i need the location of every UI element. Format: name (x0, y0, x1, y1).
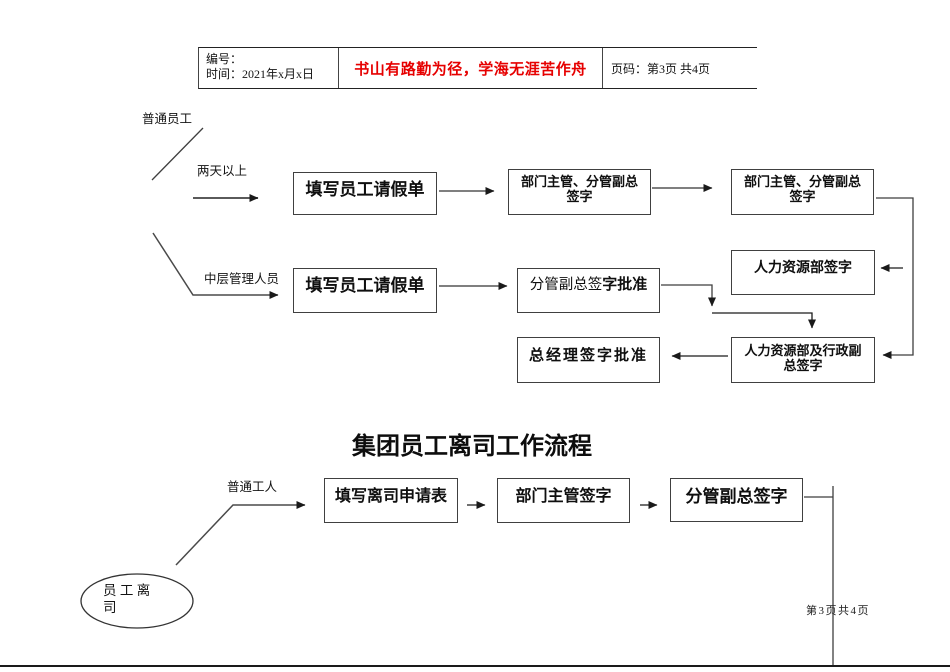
doc-code-label: 编号： (206, 52, 243, 66)
doc-time-label: 时间：2021年x月x日 (206, 67, 315, 81)
label-two-days: 两天以上 (197, 164, 248, 178)
header-slogan: 书山有路勤为径，学海无涯苦作舟 (339, 48, 603, 88)
diagonal-regular-staff (151, 127, 204, 181)
diagonal-worker (175, 501, 306, 566)
label-worker: 普通工人 (227, 480, 278, 494)
node-dept-sign: 部门主管签字 (497, 478, 630, 523)
diagonal-middle-mgmt (152, 232, 279, 299)
header-cell-meta: 编号： 时间：2021年x月x日 (199, 48, 339, 88)
node-fill-leave-form-1: 填写员工请假单 (293, 172, 437, 215)
node-dept-vp-sign-1: 部门主管、分管副总 签字 (508, 169, 651, 215)
node-dept-vp-sign-2: 部门主管、分管副总 签字 (731, 169, 874, 215)
node-hr-admin-sign: 人力资源部及行政副 总签字 (731, 337, 875, 383)
connector-dept2-to-hradmin (876, 197, 914, 359)
connector-step-to-hradmin (712, 312, 816, 329)
node-vp-sign: 分管副总签字 (670, 478, 803, 522)
node-vp-approve-serif-part: 分管副总签 (529, 277, 603, 293)
node-fill-departure-form: 填写离司申请表 (324, 478, 458, 523)
departure-flow-title: 集团员工离司工作流程 (352, 434, 592, 460)
terminator-ellipse (80, 573, 194, 629)
node-gm-approve: 总经理签字批准 (517, 337, 660, 383)
terminator-label: 员 工 离 司 (103, 583, 151, 615)
page-footer: 第3页共4页 (806, 605, 870, 617)
connector-vpapprove-down (661, 284, 716, 307)
header-page-label: 页码：第3页 共4页 (611, 61, 711, 76)
node-hr-sign: 人力资源部签字 (731, 250, 875, 295)
label-regular-staff: 普通员工 (142, 112, 193, 126)
node-fill-leave-form-2: 填写员工请假单 (293, 268, 437, 313)
label-middle-mgmt: 中层管理人员 (204, 272, 280, 286)
node-vp-approve: 分管副总签字批准 (517, 268, 660, 313)
header-table: 编号： 时间：2021年x月x日 书山有路勤为径，学海无涯苦作舟 页码：第3页 … (198, 47, 757, 89)
node-vp-approve-bold-part: 字批准 (602, 276, 648, 293)
